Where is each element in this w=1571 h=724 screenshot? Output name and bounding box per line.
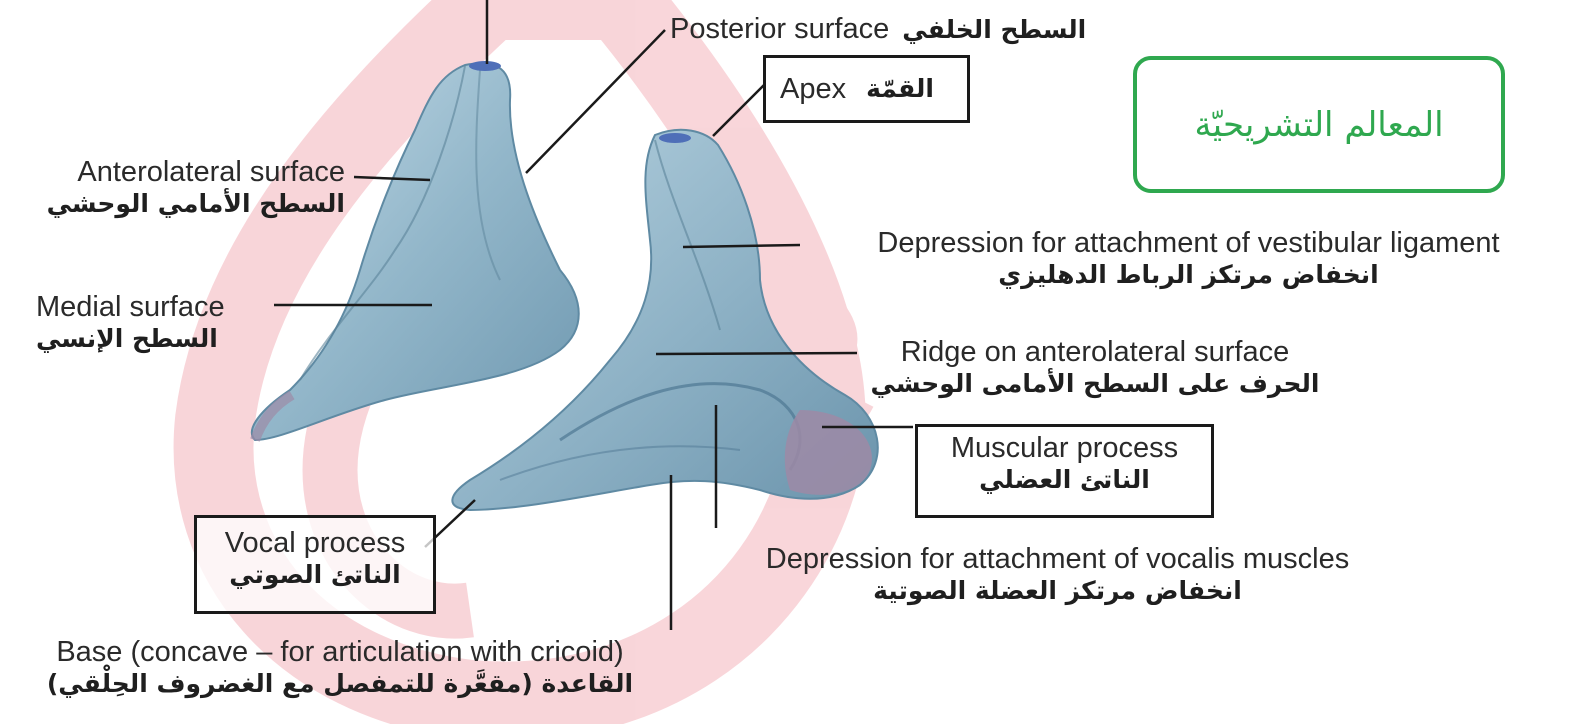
label-ar: الناتئ الصوتي [203,560,427,590]
label-muscular-process: Muscular process الناتئ العضلي [915,424,1214,518]
label-vestibular-depression: Depression for attachment of vestibular … [816,226,1561,290]
title-box: المعالم التشريحيّة [1133,56,1505,193]
label-ridge: Ridge on anterolateral surface الحرف على… [845,335,1345,399]
label-ar: انخفاض مرتكز الرباط الدهليزي [816,260,1561,290]
label-ar: السطح الأمامي الوحشي [10,189,345,219]
label-ar: القمّة [866,74,934,104]
label-ar: الحرف على السطح الأمامى الوحشي [845,369,1345,399]
label-ar: القاعدة (مقعَّرة للتمفصل مع الغضروف الحِ… [0,669,680,699]
label-en: Vocal process [203,526,427,560]
label-vocal-process: Vocal process الناتئ الصوتي [194,515,436,614]
label-ar: السطح الإنسي [36,324,225,354]
label-en: Medial surface [36,290,225,324]
label-base: Base (concave – for articulation with cr… [0,635,680,699]
label-posterior-surface: Posterior surface السطح الخلفي [670,12,1086,46]
label-ar: انخفاض مرتكز العضلة الصوتية [705,576,1410,606]
label-en: Apex [780,72,846,106]
label-vocalis-depression: Depression for attachment of vocalis mus… [705,542,1410,606]
label-en: Posterior surface [670,13,889,45]
label-en: Anterolateral surface [10,155,345,189]
label-en: Ridge on anterolateral surface [845,335,1345,369]
label-medial-surface: Medial surface السطح الإنسي [36,290,225,354]
label-ar: السطح الخلفي [902,15,1086,44]
label-apex: Apex القمّة [763,55,970,123]
label-anterolateral-surface: Anterolateral surface السطح الأمامي الوح… [10,155,345,219]
page-title: المعالم التشريحيّة [1194,105,1443,145]
label-en: Muscular process [926,431,1203,465]
label-en: Depression for attachment of vocalis mus… [705,542,1410,576]
label-en: Base (concave – for articulation with cr… [0,635,680,669]
label-ar: الناتئ العضلي [926,465,1203,495]
label-en: Depression for attachment of vestibular … [816,226,1561,260]
